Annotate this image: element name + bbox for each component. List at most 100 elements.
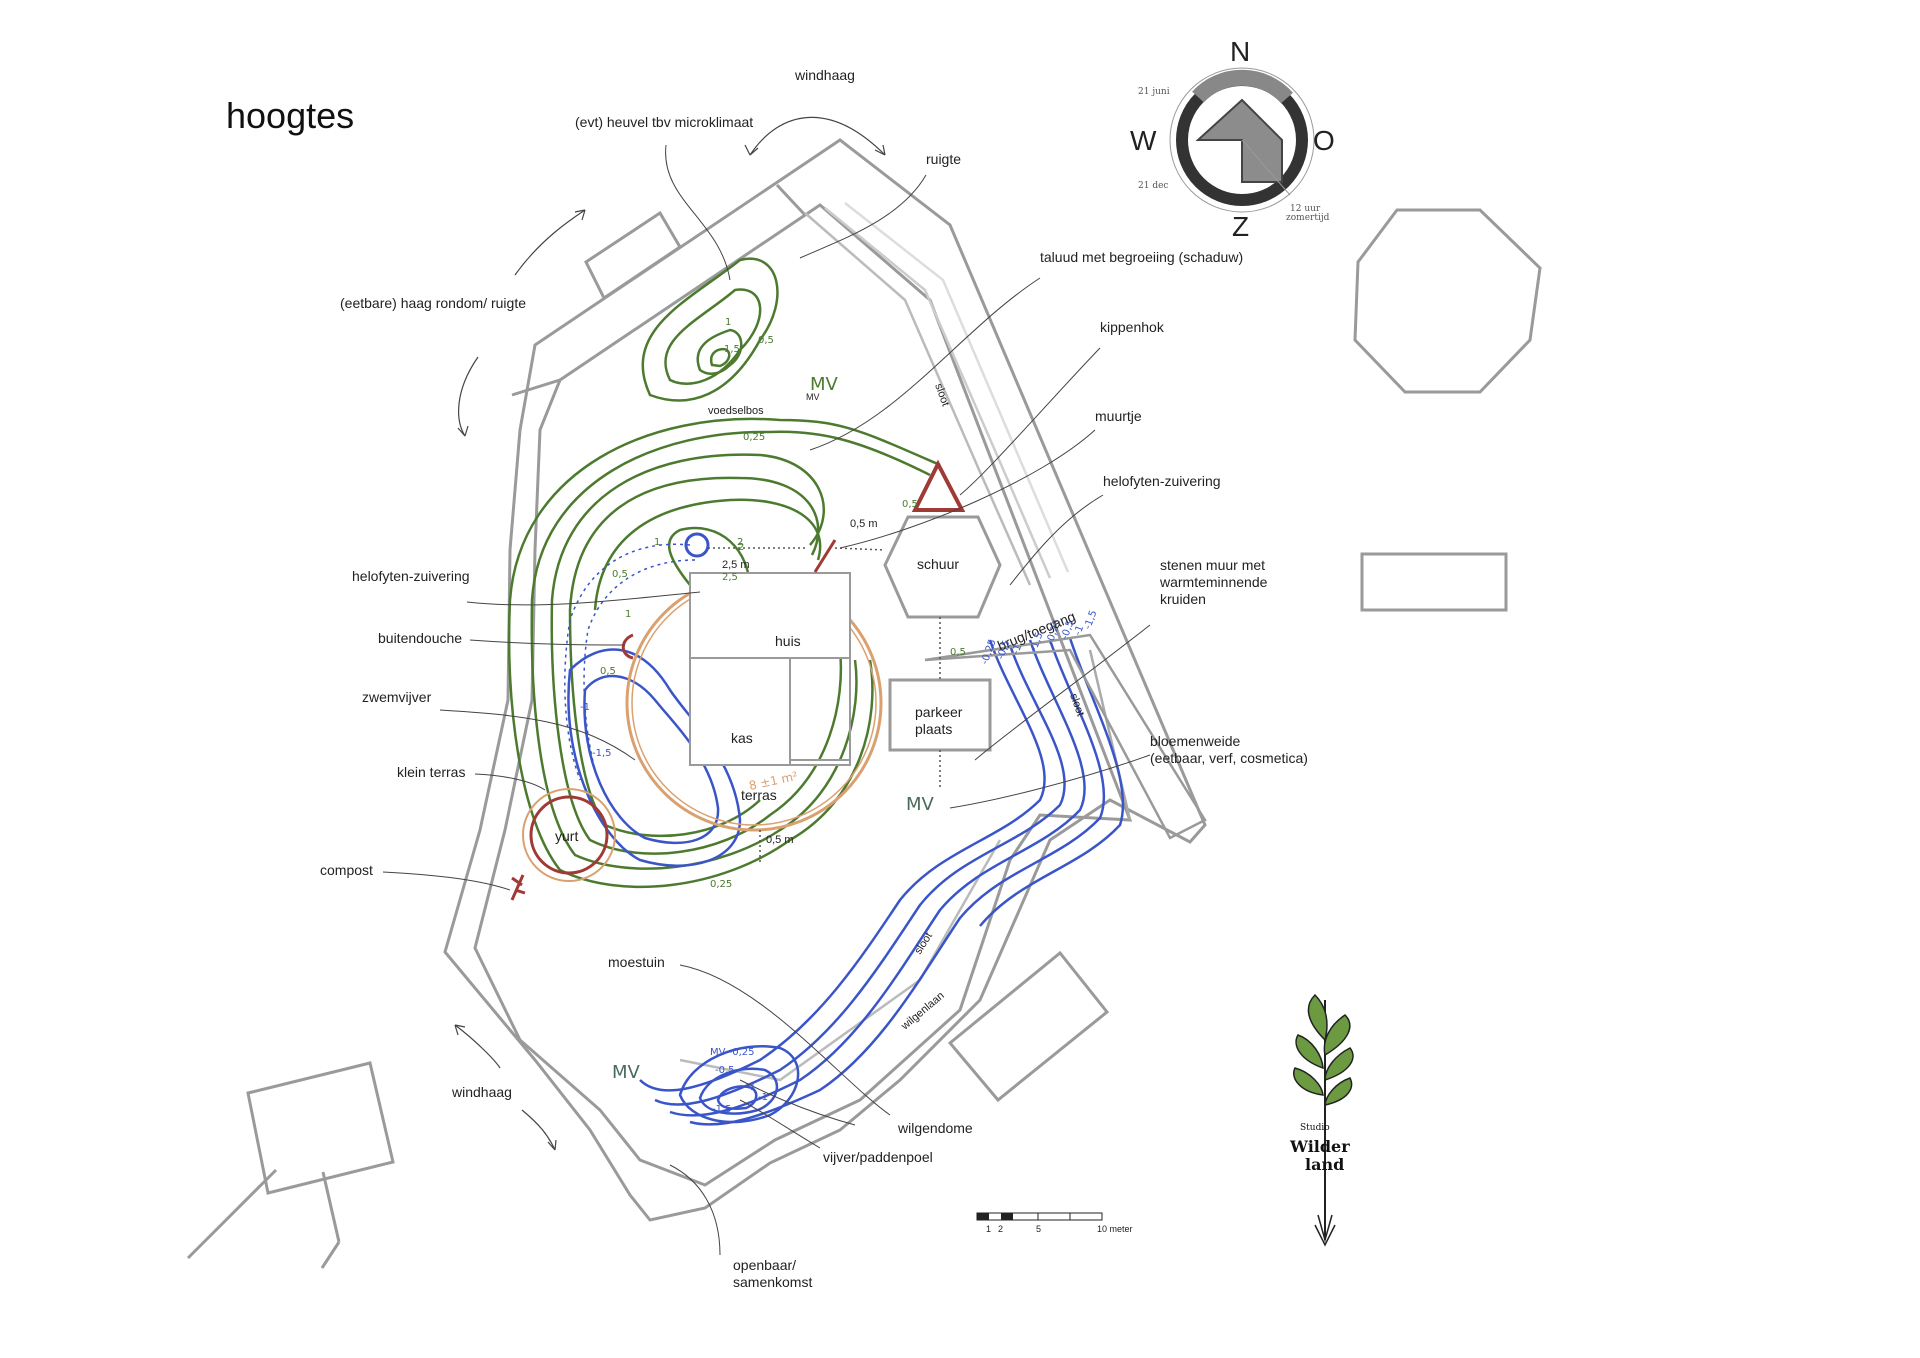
label-helofyten-right: helofyten-zuivering (1103, 473, 1221, 489)
compass-noon-line (1241, 139, 1291, 196)
hedge-edge (511, 378, 561, 397)
contour-label-b11: MV -0,25 (710, 1047, 755, 1058)
outer-boundary (443, 138, 1207, 1222)
contour-label-b10: -1 (746, 1082, 756, 1093)
scale-tick-2: 2 (998, 1224, 1003, 1234)
label-mv-bottom: MV (612, 1062, 641, 1083)
label-huis: huis (775, 633, 801, 649)
arrow-windhaag-bottom-low-head (547, 1139, 557, 1151)
contour-label-b1: -1,5 (592, 748, 612, 759)
compass-sun-shape (1195, 98, 1283, 183)
label-dist-05-top: 0,5 m (850, 518, 878, 530)
contour-main-6 (668, 526, 752, 591)
contour-sloot-5 (979, 637, 1125, 927)
contour-label-g7: 0,5 (612, 569, 628, 580)
label-zwemvijver: zwemvijver (362, 689, 432, 705)
leaf-icon-5 (1293, 1067, 1324, 1096)
contour-label-b8: -1 (1072, 624, 1086, 637)
contour-label-g6: 2,5 (722, 572, 738, 583)
contour-label-g0: 1 (725, 317, 731, 328)
contour-label-g3: 0,25 (743, 432, 765, 443)
compass-note-1: 12 uur (1290, 204, 1321, 214)
contour-sloot-3 (669, 639, 1086, 1117)
arrow-windhaag-top-head-l (744, 144, 759, 156)
helofyten-circle (684, 532, 710, 558)
label-vijver: vijver/paddenpoel (823, 1149, 933, 1165)
leader-compost (382, 871, 511, 891)
scale-bar-fill-1 (977, 1213, 989, 1220)
label-terras: terras (741, 787, 777, 803)
contour-label-g2: 0,5 (758, 335, 774, 346)
label-moestuin: moestuin (608, 954, 665, 970)
kas-block (689, 657, 851, 766)
label-kas: kas (731, 730, 753, 746)
contour-dotted-1 (564, 543, 691, 781)
contour-vijver-1 (678, 1045, 800, 1124)
buitendouche-marker-icon (621, 633, 634, 660)
compost-marker-icon (510, 874, 526, 901)
contour-label-b12: -0,5 (715, 1065, 735, 1076)
contour-sloot-4 (689, 639, 1106, 1126)
label-sloot-bottom: sloot (912, 931, 934, 957)
arrow-tail-icon (1314, 1214, 1336, 1247)
contour-hill-2 (664, 288, 762, 385)
scale-bar: 1 2 5 10 meter (976, 1212, 1133, 1234)
leaf-icon-6 (1324, 1077, 1353, 1106)
contour-vijver-2 (698, 1067, 779, 1115)
arrow-haag-bottom-head (457, 425, 469, 437)
label-mv-top-big: MV (810, 374, 839, 395)
label-sloot-top: sloot (932, 382, 951, 408)
label-voedselbos: voedselbos (708, 405, 764, 417)
label-stenen-muur-1: stenen muur met (1160, 557, 1265, 573)
contour-label-g9: 0,5 (600, 666, 616, 677)
sloot-line-5 (679, 839, 1002, 1082)
label-muurtje: muurtje (1095, 408, 1142, 424)
scale-bar-fill-2 (1001, 1213, 1013, 1220)
sloot-line-2 (824, 207, 1052, 579)
compass-south: Z (1232, 211, 1249, 242)
arrow-haag-top (514, 209, 586, 276)
label-heuvel: (evt) heuvel tbv microklimaat (575, 114, 753, 130)
leader-ruigte (799, 174, 927, 259)
leader-muurtje (839, 429, 1096, 549)
compass-summer-label: 21 juni (1138, 87, 1170, 97)
huis-block (689, 572, 851, 659)
leader-openbaar (669, 1164, 721, 1256)
contour-hill-4 (709, 348, 731, 368)
contour-vijver-3 (716, 1085, 758, 1110)
contour-label-b14: -1,5 (712, 1104, 732, 1115)
contour-label-g13: 2 (737, 537, 743, 548)
contour-hill-3 (696, 328, 743, 375)
contour-label-b4: -1 (1010, 643, 1024, 656)
label-dist-25: 2,5 m (722, 559, 750, 571)
label-buitendouche: buitendouche (378, 630, 462, 646)
contour-label-g4: 0,5 (902, 499, 918, 510)
brand-studio: Studio (1300, 1123, 1330, 1133)
label-wilgendome: wilgendome (897, 1120, 973, 1136)
arrow-windhaag-top (749, 116, 886, 156)
contour-hill-1 (641, 257, 779, 402)
leader-stenen-muur (974, 624, 1151, 761)
compass-winter-label: 21 dec (1138, 181, 1168, 191)
compass-west: W (1130, 125, 1157, 156)
arrows (454, 116, 886, 1151)
label-bloemenweide-2: (eetbaar, verf, cosmetica) (1150, 750, 1308, 766)
compass-outer-ring (1169, 67, 1315, 213)
label-windhaag-bottom: windhaag (451, 1084, 512, 1100)
contour-label-b0: -1 (580, 702, 590, 713)
label-parkeer-1: parkeer (915, 704, 963, 720)
arrow-windhaag-bottom-top (454, 1024, 501, 1069)
muurtje-marker (813, 539, 837, 573)
leader-helofyten-left (466, 591, 701, 606)
compass-north: N (1230, 36, 1250, 67)
label-kippenhok: kippenhok (1100, 319, 1165, 335)
label-windhaag-top: windhaag (794, 67, 855, 83)
leader-taluud (809, 277, 1041, 451)
sloot-line-3 (844, 202, 1070, 573)
label-openbaar-2: samenkomst (733, 1274, 812, 1290)
contour-label-g11: 0,25 (710, 879, 732, 890)
label-parkeer-2: plaats (915, 721, 952, 737)
label-haag: (eetbare) haag rondom/ ruigte (340, 295, 526, 311)
leader-bloemenweide (949, 754, 1151, 809)
